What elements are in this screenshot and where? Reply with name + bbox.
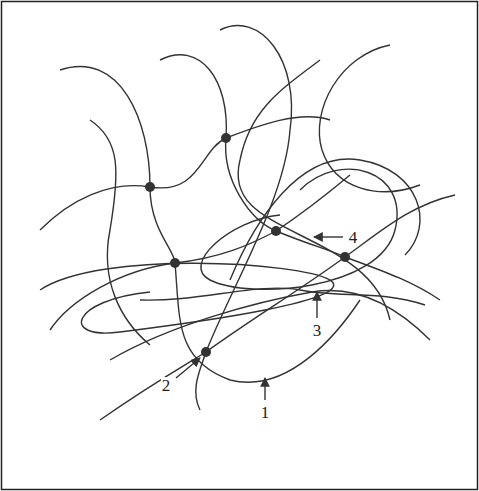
leader-arrows	[176, 237, 343, 400]
callout-number: 1	[260, 404, 271, 421]
polymer-chains	[40, 26, 455, 420]
callout-number: 2	[161, 377, 172, 394]
callout-number: 3	[312, 322, 323, 339]
callout-number: 4	[348, 229, 359, 246]
crosslink-points	[145, 133, 350, 357]
